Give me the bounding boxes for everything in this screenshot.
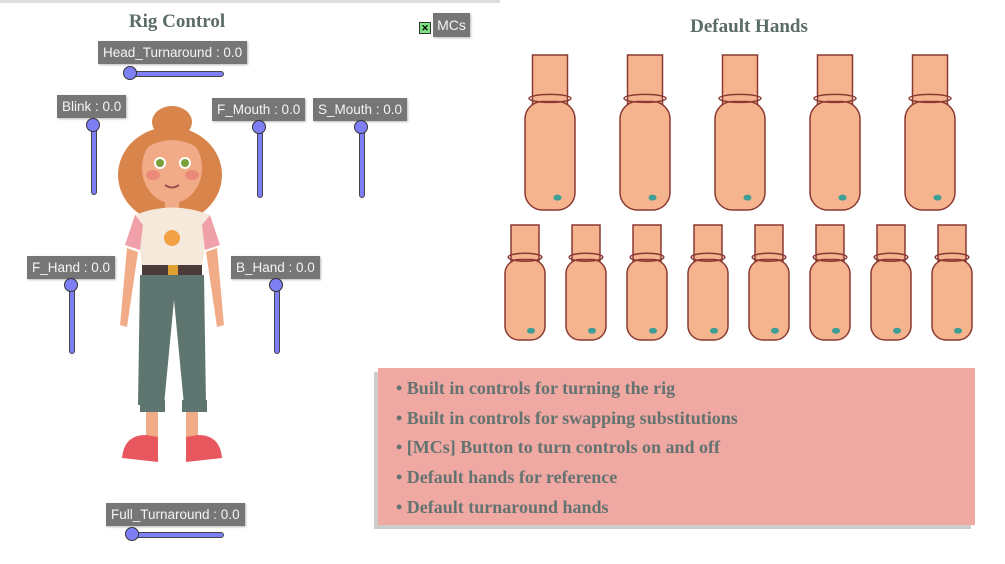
hand-pose	[931, 224, 973, 341]
full-turnaround-handle[interactable]	[125, 527, 139, 541]
feature-item: • Built in controls for turning the rig	[396, 378, 676, 398]
head-turnaround-slider[interactable]	[130, 71, 224, 77]
hand-pose	[809, 224, 851, 341]
hand-pose	[619, 54, 671, 211]
hand-pose	[809, 54, 861, 211]
f-mouth-label: F_Mouth : 0.0	[212, 98, 306, 121]
default-hands-title: Default Hands	[690, 16, 808, 37]
features-list: • Built in controls for turning the rig …	[378, 368, 975, 525]
character-eye	[181, 159, 189, 167]
hand-pose	[524, 54, 576, 211]
mcs-checkbox[interactable]: ✕	[419, 22, 431, 34]
f-hand-label: F_Hand : 0.0	[27, 256, 116, 279]
hand-pose	[714, 54, 766, 211]
full-turnaround-slider[interactable]	[132, 532, 224, 538]
rig-control-title: Rig Control	[128, 11, 226, 32]
f-hand-slider[interactable]	[69, 285, 75, 354]
head-turnaround-label: Head_Turnaround : 0.0	[98, 41, 248, 64]
character-eye	[156, 159, 164, 167]
feature-item: • [MCs] Button to turn controls on and o…	[396, 437, 720, 458]
character-rig	[118, 106, 224, 462]
character-face	[142, 133, 202, 203]
hand-pose	[870, 224, 912, 341]
head-turnaround-handle[interactable]	[123, 66, 137, 80]
s-mouth-label: S_Mouth : 0.0	[313, 98, 408, 121]
default-hands-grid	[504, 54, 973, 341]
blink-handle[interactable]	[86, 118, 100, 132]
character-shoe	[122, 435, 158, 462]
blink-label: Blink : 0.0	[57, 95, 127, 118]
feature-item: • Default turnaround hands	[396, 496, 609, 517]
hand-pose	[626, 224, 668, 341]
hand-pose	[904, 54, 956, 211]
f-mouth-handle[interactable]	[252, 120, 266, 134]
s-mouth-handle[interactable]	[354, 120, 368, 134]
feature-item: • Default hands for reference	[396, 467, 618, 488]
character-pants	[138, 275, 206, 405]
hand-pose	[504, 224, 546, 341]
b-hand-slider[interactable]	[274, 285, 280, 354]
b-hand-label: B_Hand : 0.0	[231, 256, 320, 279]
feature-item: • Built in controls for swapping substit…	[396, 407, 738, 428]
s-mouth-slider[interactable]	[359, 127, 365, 198]
hand-pose	[748, 224, 790, 341]
top-divider	[0, 0, 500, 3]
full-turnaround-label: Full_Turnaround : 0.0	[106, 503, 245, 526]
b-hand-handle[interactable]	[269, 278, 283, 292]
f-hand-handle[interactable]	[64, 278, 78, 292]
f-mouth-slider[interactable]	[257, 127, 263, 198]
mcs-button[interactable]: MCs	[433, 13, 470, 37]
blink-slider[interactable]	[91, 125, 97, 195]
character-shoe	[186, 435, 222, 462]
hand-pose	[687, 224, 729, 341]
hand-pose	[565, 224, 607, 341]
